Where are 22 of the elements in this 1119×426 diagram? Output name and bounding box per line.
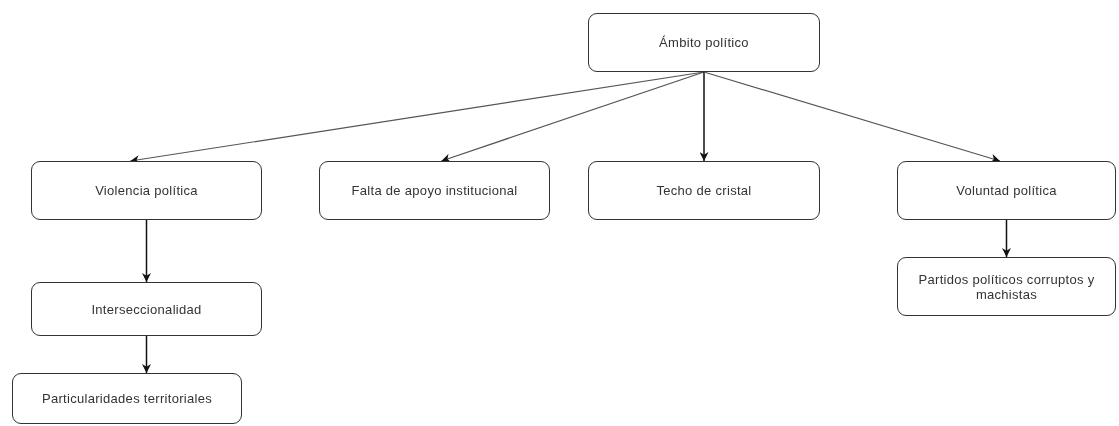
arrow (699, 71, 709, 162)
node-label: Partidos políticos corruptos y machistas (917, 271, 1096, 302)
node-label: Voluntad política (955, 183, 1058, 198)
node-label: Particularidades territoriales (40, 391, 214, 406)
arrow (440, 71, 705, 163)
node-label: Falta de apoyo institucional (350, 183, 519, 198)
arrow (142, 335, 151, 374)
process-box (588, 13, 820, 72)
node-label: Techo de cristal (655, 183, 753, 198)
process-box (897, 161, 1116, 220)
arrow (142, 219, 151, 283)
node-label: Ámbito político (658, 35, 750, 50)
process-box (588, 161, 820, 220)
arrow (1002, 219, 1011, 258)
node-label: Interseccionalidad (90, 301, 203, 317)
arrow (703, 71, 1001, 163)
process-box (31, 161, 262, 220)
process-box (12, 373, 242, 424)
process-box (319, 161, 550, 220)
process-box (31, 282, 262, 336)
node-label: Violencia política (94, 183, 199, 198)
process-box (897, 257, 1116, 316)
